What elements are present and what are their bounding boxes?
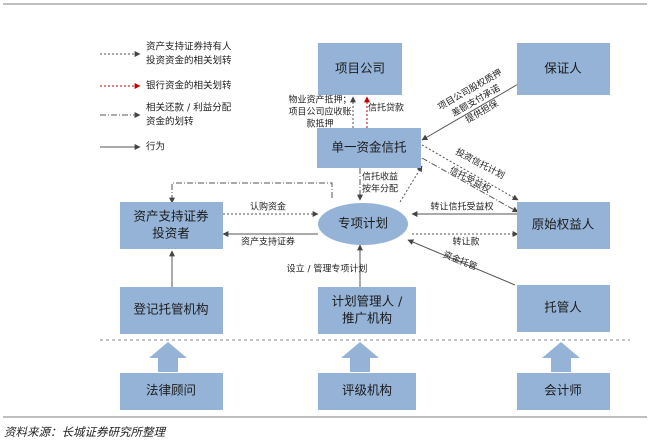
node-project-company-box — [318, 43, 402, 95]
label-pledge-1: 物业资产抵押； — [288, 94, 351, 106]
edge-custody — [407, 239, 516, 286]
label-subscribe: 认购资金 — [250, 201, 286, 213]
edge-spv-investor-loop — [169, 182, 333, 204]
node-accountant: 会计师 — [544, 383, 582, 398]
node-registry-box — [120, 287, 223, 334]
node-manager-line2: 推广机构 — [342, 311, 392, 326]
label-transfer-payment: 转让款 — [452, 236, 479, 248]
up-arrow-rating — [341, 342, 379, 372]
edges — [169, 82, 521, 287]
node-legal: 法律顾问 — [146, 383, 196, 398]
node-abs-investor-line2: 投资者 — [152, 226, 190, 241]
legend-item-2-line1: 银行资金的相关划转 — [146, 80, 232, 92]
node-abs-investor-line1: 资产支持证券 — [133, 209, 209, 224]
label-trust-loan: 信托贷款 — [368, 102, 404, 114]
label-pledge-3: 款抵押 — [306, 118, 333, 130]
label-trust-income-2: 按年分配 — [362, 183, 398, 195]
node-guarantor: 保证人 — [544, 61, 582, 76]
node-legal-box — [120, 373, 223, 410]
up-arrow-accountant — [542, 342, 580, 372]
node-project-company: 项目公司 — [335, 61, 385, 76]
node-spv-ellipse — [318, 203, 408, 245]
node-registry: 登记托管机构 — [133, 302, 208, 317]
legend-item-3-line2: 资金的划转 — [146, 116, 194, 128]
legend-item-1-line1: 资产支持证券持有人 — [146, 41, 232, 53]
node-single-trust: 单一资金信托 — [331, 140, 406, 155]
label-transfer-right: 转让信托受益权 — [430, 201, 493, 213]
edge-trust-right-1 — [421, 144, 519, 201]
legend-item-3-line1: 相关还款 / 利益分配 — [146, 102, 232, 114]
block-arrows — [149, 342, 580, 372]
nodes: 项目公司 保证人 单一资金信托 资产支持证券 投资者 专项计划 原始权益人 登记… — [120, 43, 610, 410]
node-guarantor-box — [517, 43, 610, 95]
node-custodian-box — [517, 285, 610, 332]
label-trust-income-1: 信托收益 — [362, 171, 398, 183]
node-single-trust-box — [317, 128, 421, 168]
label-pledge-2: 项目公司应收账 — [288, 106, 351, 118]
node-accountant-box — [517, 373, 610, 410]
node-manager-box — [318, 287, 416, 334]
node-original-owner-box — [517, 202, 610, 249]
legend: 资产支持证券持有人 投资资金的相关划转 银行资金的相关划转 相关还款 / 利益分… — [100, 41, 232, 153]
label-custody: 资金托管 — [441, 248, 479, 273]
node-custodian: 托管人 — [544, 300, 582, 315]
label-setup-manage: 设立 / 管理专项计划 — [287, 263, 368, 275]
node-abs-investor-box — [120, 202, 223, 249]
legend-item-4-line1: 行为 — [146, 141, 165, 153]
source-note: 资料来源：长城证券研究所整理 — [4, 425, 165, 439]
up-arrow-legal — [149, 342, 187, 372]
edge-trust-right-2 — [421, 157, 519, 213]
node-original-owner: 原始权益人 — [532, 217, 595, 232]
node-rating-box — [318, 373, 416, 410]
edge-guarantee — [421, 82, 521, 141]
edge-invest-trust — [399, 165, 423, 203]
legend-item-1-line2: 投资资金的相关划转 — [146, 55, 232, 67]
node-rating: 评级机构 — [342, 383, 392, 398]
label-abs-securities: 资产支持证券 — [241, 236, 295, 248]
node-manager-line1: 计划管理人 / — [332, 294, 403, 309]
node-spv: 专项计划 — [338, 216, 388, 231]
